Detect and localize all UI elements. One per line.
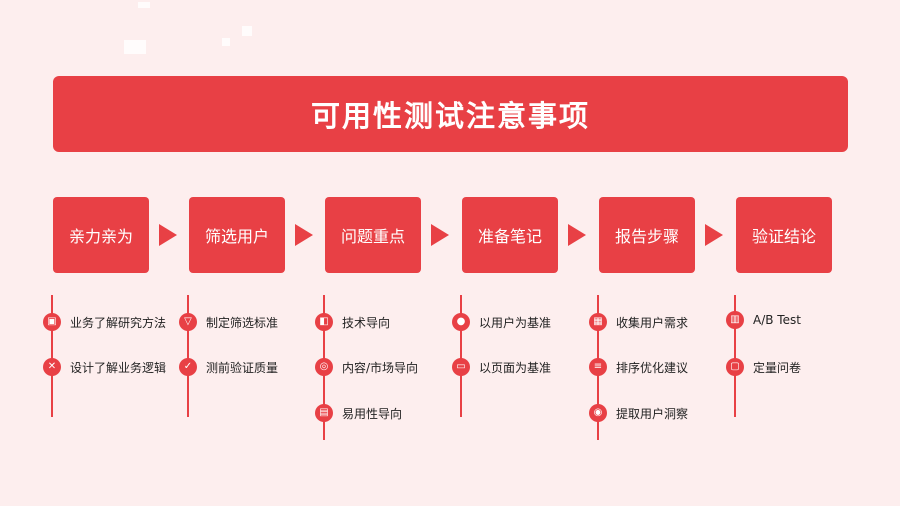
list-item: ▣ 业务了解研究方法 [43,312,166,332]
column-line [460,295,462,417]
check-document-icon: ✓ [179,358,197,376]
step-box-6: 验证结论 [736,197,832,273]
list-item: ▢ 定量问卷 [726,357,801,377]
item-label: 提取用户洞察 [616,406,689,421]
step-box-4: 准备笔记 [462,197,558,273]
step-box-3: 问题重点 [325,197,421,273]
item-label: 制定筛选标准 [206,315,279,330]
clipboard-icon: ▢ [726,358,744,376]
item-label: 以用户为基准 [479,315,552,330]
item-label: 业务了解研究方法 [70,315,167,330]
step-box-2: 筛选用户 [189,197,285,273]
step-label: 亲力亲为 [68,227,133,246]
column-line [734,295,736,417]
column-line [51,295,53,417]
step-label: 报告步骤 [614,227,679,246]
briefcase-icon: ▣ [43,313,61,331]
item-label: 以页面为基准 [479,360,552,375]
list-item: ✕ 设计了解业务逻辑 [43,357,166,377]
column-line [187,295,189,417]
item-label: 收集用户需求 [616,315,689,330]
step-label: 筛选用户 [204,227,269,246]
item-label: 定量问卷 [753,360,802,375]
item-label: 排序优化建议 [616,360,689,375]
step-label: 准备笔记 [477,227,542,246]
list-item: ● 以用户为基准 [452,312,551,332]
decor-dot [222,38,230,46]
step-box-5: 报告步骤 [599,197,695,273]
user-icon: ● [452,313,470,331]
list-item: ◎ 内容/市场导向 [315,357,418,377]
arrow-right-icon [568,224,586,246]
tech-icon: ◧ [315,313,333,331]
item-label: 内容/市场导向 [342,360,419,375]
item-label: 设计了解业务逻辑 [70,360,167,375]
list-item: ◉ 提取用户洞察 [589,403,688,423]
decor-dot [242,26,252,36]
magnifier-document-icon: ▤ [315,404,333,422]
ab-test-icon: ▥ [726,311,744,329]
step-label: 问题重点 [340,227,405,246]
list-item: ▦ 收集用户需求 [589,312,688,332]
decor-dot [124,40,146,54]
list-icon: ≡ [589,358,607,376]
list-item: ▽ 制定筛选标准 [179,312,278,332]
item-label: 测前验证质量 [206,360,279,375]
page-title: 可用性测试注意事项 [310,99,590,133]
item-label: 易用性导向 [342,406,403,421]
arrow-right-icon [159,224,177,246]
item-label: 技术导向 [342,315,391,330]
arrow-right-icon [705,224,723,246]
decor-dot [138,2,150,8]
collect-icon: ▦ [589,313,607,331]
target-icon: ◎ [315,358,333,376]
list-item: ◧ 技术导向 [315,312,390,332]
step-label: 验证结论 [751,227,816,246]
list-item: ▭ 以页面为基准 [452,357,551,377]
arrow-right-icon [295,224,313,246]
insight-user-icon: ◉ [589,404,607,422]
funnel-icon: ▽ [179,313,197,331]
page-icon: ▭ [452,358,470,376]
item-label: A/B Test [753,313,801,327]
tools-icon: ✕ [43,358,61,376]
list-item: ≡ 排序优化建议 [589,357,688,377]
list-item: ▤ 易用性导向 [315,403,402,423]
list-item: ✓ 测前验证质量 [179,357,278,377]
title-banner: 可用性测试注意事项 [53,76,848,152]
list-item: ▥ A/B Test [726,310,801,330]
arrow-right-icon [431,224,449,246]
step-box-1: 亲力亲为 [53,197,149,273]
